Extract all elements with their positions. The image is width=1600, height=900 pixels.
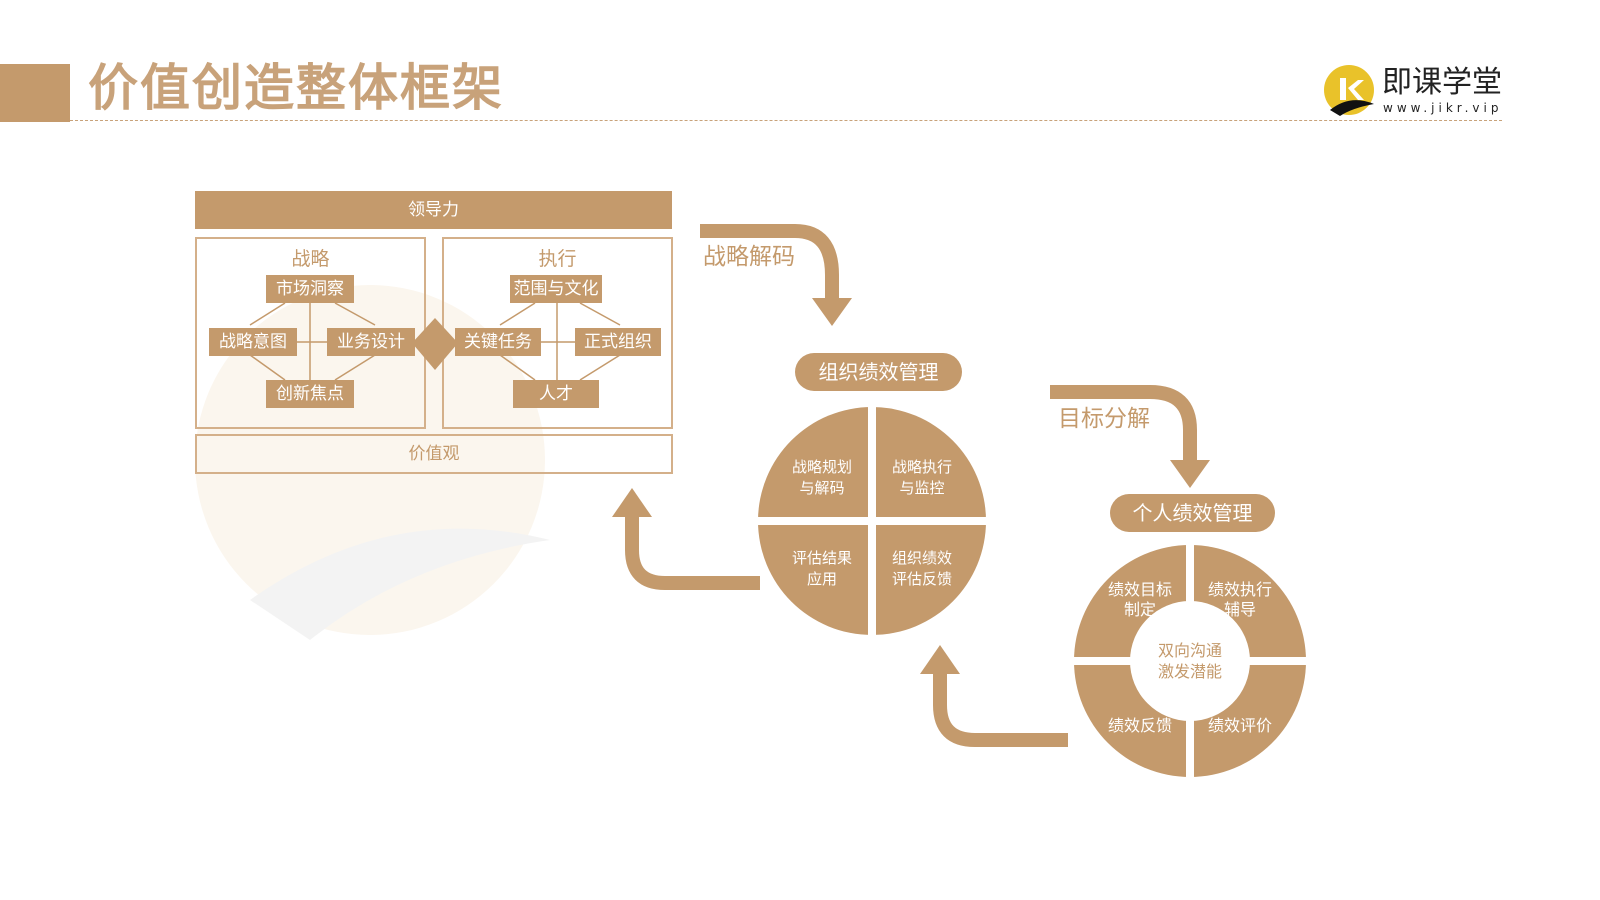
org-q3: 评估结果 应用 xyxy=(791,549,852,588)
logo-url: www.jikr.vip xyxy=(1383,101,1503,115)
personal-q4: 绩效评价 xyxy=(1207,716,1272,735)
decode-label: 战略解码 xyxy=(703,244,795,270)
execution-left: 关键任务 xyxy=(455,328,541,356)
personal-center: 双向沟通 激发潜能 xyxy=(1157,641,1222,681)
personal-q1: 绩效目标 制定 xyxy=(1107,580,1172,619)
logo-icon xyxy=(1324,65,1374,116)
framework-connectors xyxy=(249,290,621,390)
header-divider xyxy=(70,120,1502,121)
page-title: 价值创造整体框架 xyxy=(88,59,504,117)
logo-name: 即课学堂 xyxy=(1382,65,1502,100)
decode-arrow xyxy=(700,224,839,300)
org-q4: 组织绩效 评估反馈 xyxy=(891,549,952,588)
strategy-right: 业务设计 xyxy=(327,328,415,356)
diamond-icon xyxy=(412,318,458,370)
watermark-logo xyxy=(195,285,550,640)
execution-right: 正式组织 xyxy=(575,328,661,356)
feedback-arrow-bottom xyxy=(933,672,1068,747)
strategy-title: 战略 xyxy=(291,248,330,270)
strategy-bottom: 创新焦点 xyxy=(266,380,354,408)
personal-q2: 绩效执行 辅导 xyxy=(1207,580,1272,619)
values-band: 价值观 xyxy=(195,434,673,474)
org-q1: 战略规划 与解码 xyxy=(791,458,852,497)
org-q2: 战略执行 与监控 xyxy=(891,458,952,497)
execution-top: 范围与文化 xyxy=(510,275,602,303)
personal-performance-title: 个人绩效管理 xyxy=(1110,494,1275,532)
decompose-arrow xyxy=(1050,385,1197,462)
personal-performance-circle xyxy=(1068,540,1313,785)
org-performance-circle xyxy=(752,400,992,640)
execution-title: 执行 xyxy=(538,248,577,270)
org-performance-title: 组织绩效管理 xyxy=(795,353,962,391)
strategy-left: 战略意图 xyxy=(209,328,297,356)
title-accent-bar xyxy=(0,64,70,122)
feedback-arrow-left xyxy=(625,515,760,590)
decompose-label: 目标分解 xyxy=(1058,406,1150,432)
execution-bottom: 人才 xyxy=(513,380,599,408)
leadership-band: 领导力 xyxy=(195,191,672,229)
strategy-top: 市场洞察 xyxy=(266,275,354,303)
personal-q3: 绩效反馈 xyxy=(1107,716,1172,735)
